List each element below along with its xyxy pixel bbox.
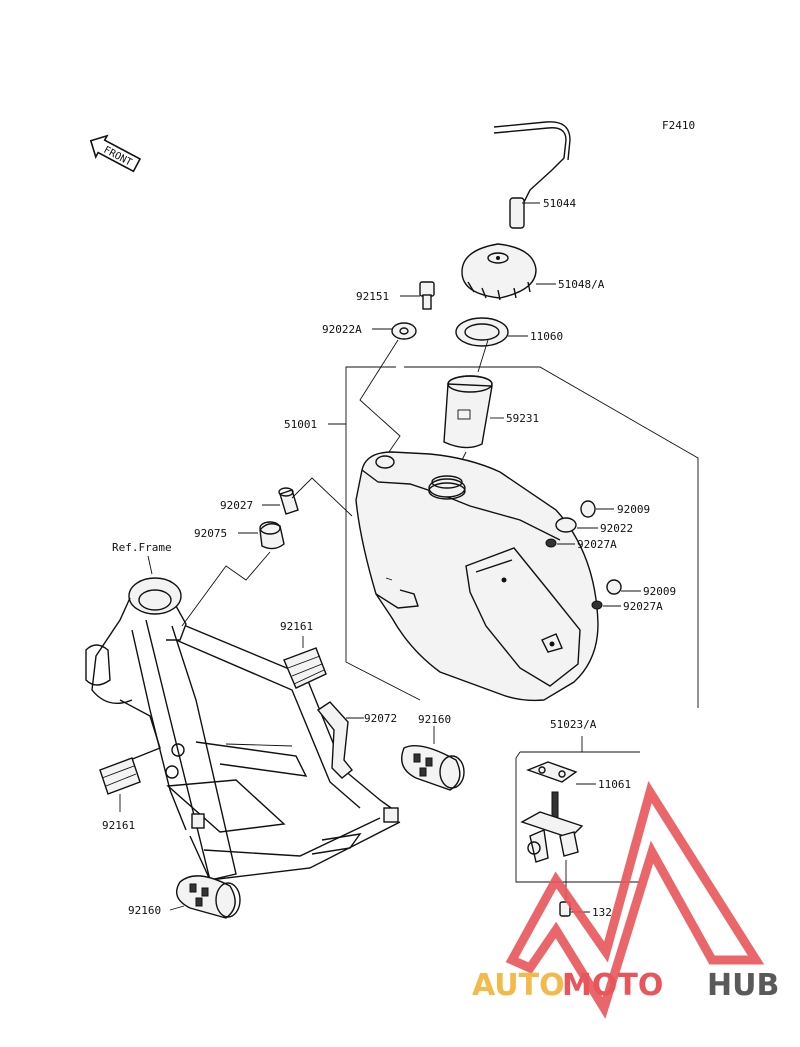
wordmark-hub: HUB — [707, 968, 779, 1003]
label-51044: 51044 — [543, 197, 576, 210]
washer-92022 — [555, 517, 598, 533]
label-92160-2: 92160 — [128, 904, 161, 917]
damper-92075 — [181, 521, 285, 627]
label-92009-2: 92009 — [643, 585, 676, 598]
rubber-92160-lower — [169, 875, 241, 919]
label-92022: 92022 — [600, 522, 633, 535]
label-11061: 11061 — [598, 778, 631, 791]
grommet-92009-lower — [606, 579, 641, 595]
label-92027: 92027 — [220, 499, 253, 512]
grommet-92009-upper — [580, 500, 614, 518]
ref-frame-label: Ref.Frame — [112, 541, 172, 554]
label-59231: 59231 — [506, 412, 539, 425]
bolt-92151 — [400, 281, 435, 310]
collar-92027a-lower — [591, 600, 621, 610]
assembly-bracket-51001 — [328, 339, 699, 708]
fuel-cap — [461, 243, 556, 301]
front-label: FRONT — [102, 145, 134, 169]
wordmark-moto: MOTO — [562, 968, 663, 1003]
fuel-cock-assembly — [515, 736, 640, 900]
breather-hose — [493, 121, 571, 229]
fuel-tank — [355, 451, 599, 702]
label-51048a: 51048/A — [558, 278, 605, 291]
collar-92027a-upper — [545, 538, 575, 548]
figure-code: F2410 — [662, 119, 695, 132]
label-51001: 51001 — [284, 418, 317, 431]
label-92161-1: 92161 — [280, 620, 313, 633]
rubber-92160-upper — [401, 726, 465, 791]
label-92022a: 92022A — [322, 323, 362, 336]
fuel-filter — [443, 375, 504, 449]
label-92160-1: 92160 — [418, 713, 451, 726]
automotohub-wordmark: AUTO MOTO HUB — [472, 968, 779, 1003]
collar-92027 — [262, 477, 353, 517]
label-132: 132 — [592, 906, 612, 919]
label-92072: 92072 — [364, 712, 397, 725]
label-92161-2: 92161 — [102, 819, 135, 832]
label-51023a: 51023/A — [550, 718, 597, 731]
label-92151: 92151 — [356, 290, 389, 303]
label-92075: 92075 — [194, 527, 227, 540]
label-92009-1: 92009 — [617, 503, 650, 516]
automotohub-logo — [505, 780, 765, 1019]
screw-132 — [559, 901, 590, 917]
damper-92161-lower — [99, 757, 141, 812]
wordmark-auto: AUTO — [472, 968, 565, 1003]
damper-92161-upper — [283, 636, 327, 689]
cap-gasket — [455, 317, 528, 347]
label-92027a-2: 92027A — [623, 600, 663, 613]
front-arrow-icon: FRONT — [89, 134, 142, 173]
washer-92022a — [372, 322, 417, 340]
label-92027a-1: 92027A — [577, 538, 617, 551]
tank-strap — [316, 701, 364, 779]
label-11060: 11060 — [530, 330, 563, 343]
